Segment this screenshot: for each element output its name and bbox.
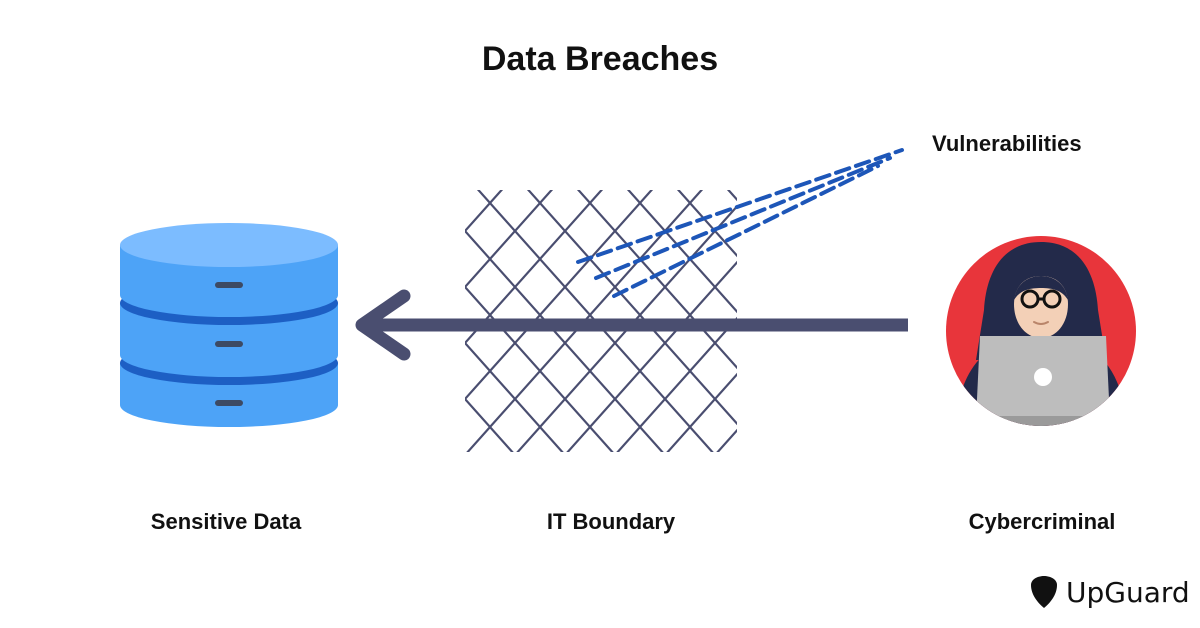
vulnerability-lines (576, 148, 904, 298)
brand-name: UpGuard (1066, 575, 1190, 609)
upguard-shield-icon (1031, 576, 1057, 608)
database-icon (120, 223, 338, 427)
attack-arrow (355, 289, 908, 361)
cybercriminal-label: Cybercriminal (968, 509, 1116, 534)
vulnerabilities-label: Vulnerabilities (932, 131, 1082, 156)
upguard-logo: UpGuard (1030, 574, 1190, 610)
it-boundary-label: IT Boundary (546, 509, 676, 534)
sensitive-data-label: Sensitive Data (150, 509, 302, 534)
diagram-title: Data Breaches (481, 40, 719, 78)
hacker-icon (946, 236, 1136, 426)
